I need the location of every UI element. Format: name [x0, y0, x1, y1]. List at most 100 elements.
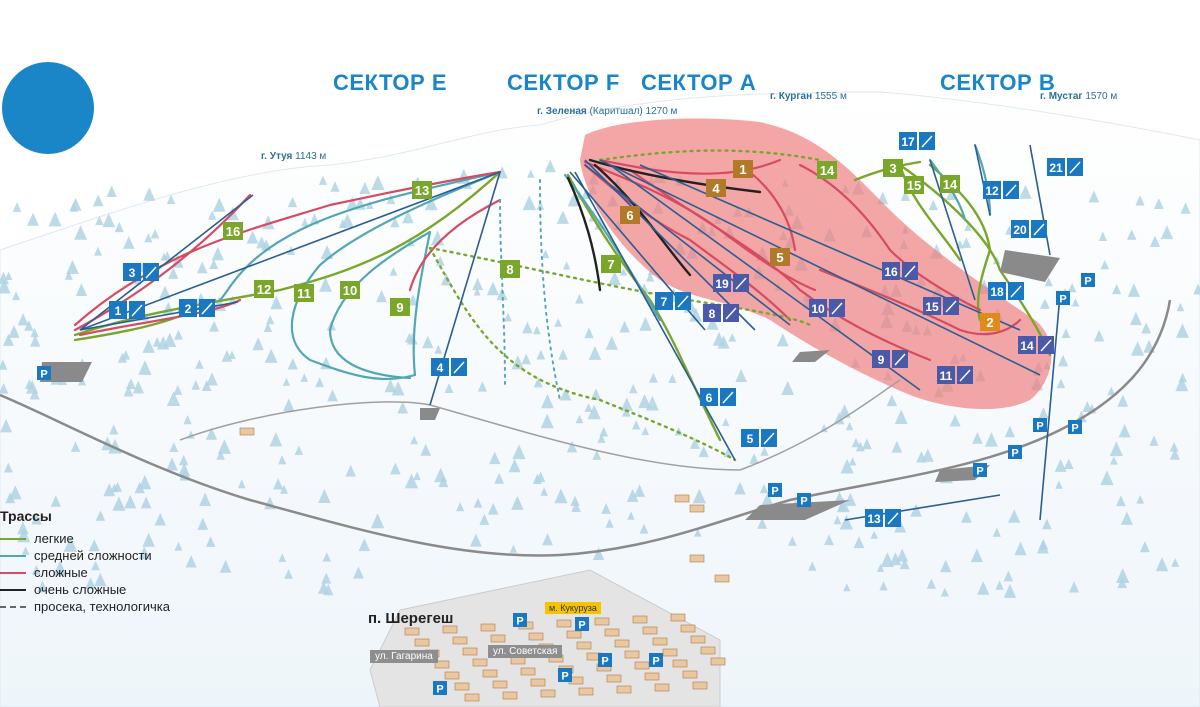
trail-number: 9 — [396, 300, 403, 315]
tree-icon — [197, 261, 208, 274]
tree-icon — [886, 394, 898, 407]
lift-badge[interactable]: 4 — [431, 358, 467, 376]
lift-line — [79, 194, 254, 331]
trail-badge[interactable]: 11 — [294, 284, 314, 302]
lift-badge[interactable]: 20 — [1011, 220, 1047, 238]
tree-icon — [964, 222, 972, 231]
trail-badge[interactable]: 14 — [817, 161, 837, 179]
tree-icon — [896, 548, 909, 562]
trail-badge[interactable]: 7 — [601, 255, 621, 273]
tree-icon — [178, 462, 191, 477]
house-icon — [239, 427, 255, 436]
trail-badge[interactable]: 13 — [412, 181, 432, 199]
tree-icon — [694, 528, 702, 537]
lift-badge[interactable]: 2 — [179, 299, 215, 317]
tree-icon — [94, 572, 107, 587]
tree-icon — [1193, 283, 1200, 295]
lift-badge[interactable]: 12 — [983, 181, 1019, 199]
tree-icon — [668, 373, 677, 383]
tree-icon — [410, 435, 418, 445]
tree-icon — [166, 391, 181, 406]
tree-icon — [1127, 229, 1137, 240]
trail-badge[interactable]: 16 — [223, 222, 243, 240]
lift-number: 11 — [940, 369, 953, 383]
lift-badge[interactable]: 5 — [741, 429, 777, 447]
tree-icon — [132, 380, 144, 394]
tree-icon — [92, 194, 104, 207]
lift-icon-line — [887, 512, 899, 525]
tree-icon — [620, 397, 633, 412]
trail-expert — [593, 163, 692, 277]
tree-icon — [391, 381, 405, 396]
trail-badge-bg — [294, 284, 314, 302]
tree-icon — [217, 439, 231, 454]
lift-badge[interactable]: 15 — [923, 297, 959, 315]
tree-icon — [1088, 190, 1100, 203]
tree-icon — [0, 278, 11, 294]
tree-icon — [216, 450, 225, 460]
trail-badge[interactable]: 12 — [254, 280, 274, 298]
tree-icon — [219, 559, 232, 573]
lift-badge[interactable]: 9 — [872, 350, 908, 368]
trail-badge-bg — [254, 280, 274, 298]
trail-badge[interactable]: 5 — [770, 248, 790, 266]
tree-icon — [1003, 584, 1017, 598]
lift-badge[interactable]: 17 — [899, 132, 935, 150]
lift-badge-bg — [179, 299, 197, 317]
lift-badge[interactable]: 11 — [937, 366, 973, 384]
legend-label-expert: очень сложные — [34, 582, 127, 597]
legend-swatch-hard — [0, 571, 26, 574]
tree-icon — [487, 502, 499, 515]
tree-icon — [191, 380, 201, 390]
tree-icon — [424, 196, 438, 211]
trail-badge[interactable]: 8 — [500, 260, 520, 278]
tree-icon — [1110, 456, 1118, 465]
tree-icon — [319, 277, 332, 292]
tree-icon — [851, 437, 861, 448]
lift-badge[interactable]: 14 — [1018, 336, 1054, 354]
tree-icon — [601, 503, 611, 514]
tree-icon — [300, 373, 309, 382]
lift-number: 9 — [878, 353, 885, 367]
tree-icon — [590, 388, 602, 400]
lift-badge[interactable]: 7 — [655, 292, 691, 310]
trail-medium — [328, 230, 432, 380]
lift-badge[interactable]: 19 — [713, 274, 749, 292]
house-icon — [652, 637, 668, 646]
tree-icon — [509, 544, 518, 553]
tree-icon — [154, 512, 166, 526]
lift-badge[interactable]: 21 — [1047, 158, 1083, 176]
trail-badge[interactable]: 4 — [706, 179, 726, 197]
lift-badge[interactable]: 13 — [865, 509, 901, 527]
trail-badge[interactable]: 10 — [340, 281, 360, 299]
tree-icon — [94, 246, 103, 256]
trail-badge[interactable]: 14 — [940, 175, 960, 193]
peak-kurgan: г. Курган 1555 м — [770, 91, 847, 102]
trail-badge[interactable]: 15 — [904, 176, 924, 194]
lift-badge[interactable]: 1 — [109, 301, 145, 319]
trail-badge[interactable]: 2 — [980, 313, 1000, 331]
peak-zelenaya-alt: (Каритшал) — [589, 106, 643, 117]
lift-badge[interactable]: 18 — [988, 282, 1024, 300]
lift-badge[interactable]: 16 — [882, 262, 918, 280]
trail-badge[interactable]: 9 — [390, 298, 410, 316]
tree-icon — [477, 381, 488, 392]
lift-badge[interactable]: 3 — [123, 263, 159, 281]
trail-badge[interactable]: 3 — [883, 159, 903, 177]
trail-badge[interactable]: 6 — [620, 206, 640, 224]
lift-badge[interactable]: 8 — [703, 304, 739, 322]
tree-icon — [386, 194, 396, 204]
lift-badge[interactable]: 10 — [809, 299, 845, 317]
parking-bg — [1008, 445, 1022, 459]
house-icon — [502, 691, 518, 700]
tree-icon — [521, 353, 531, 365]
lift-badge[interactable]: 6 — [700, 388, 736, 406]
parking-icon: P — [575, 617, 589, 632]
tree-icon — [266, 315, 275, 325]
trail-badge[interactable]: 1 — [733, 160, 753, 178]
tree-icon — [1135, 195, 1145, 206]
tree-icon — [961, 510, 972, 523]
lift-icon-line — [831, 302, 843, 315]
lift-number: 12 — [985, 184, 999, 198]
